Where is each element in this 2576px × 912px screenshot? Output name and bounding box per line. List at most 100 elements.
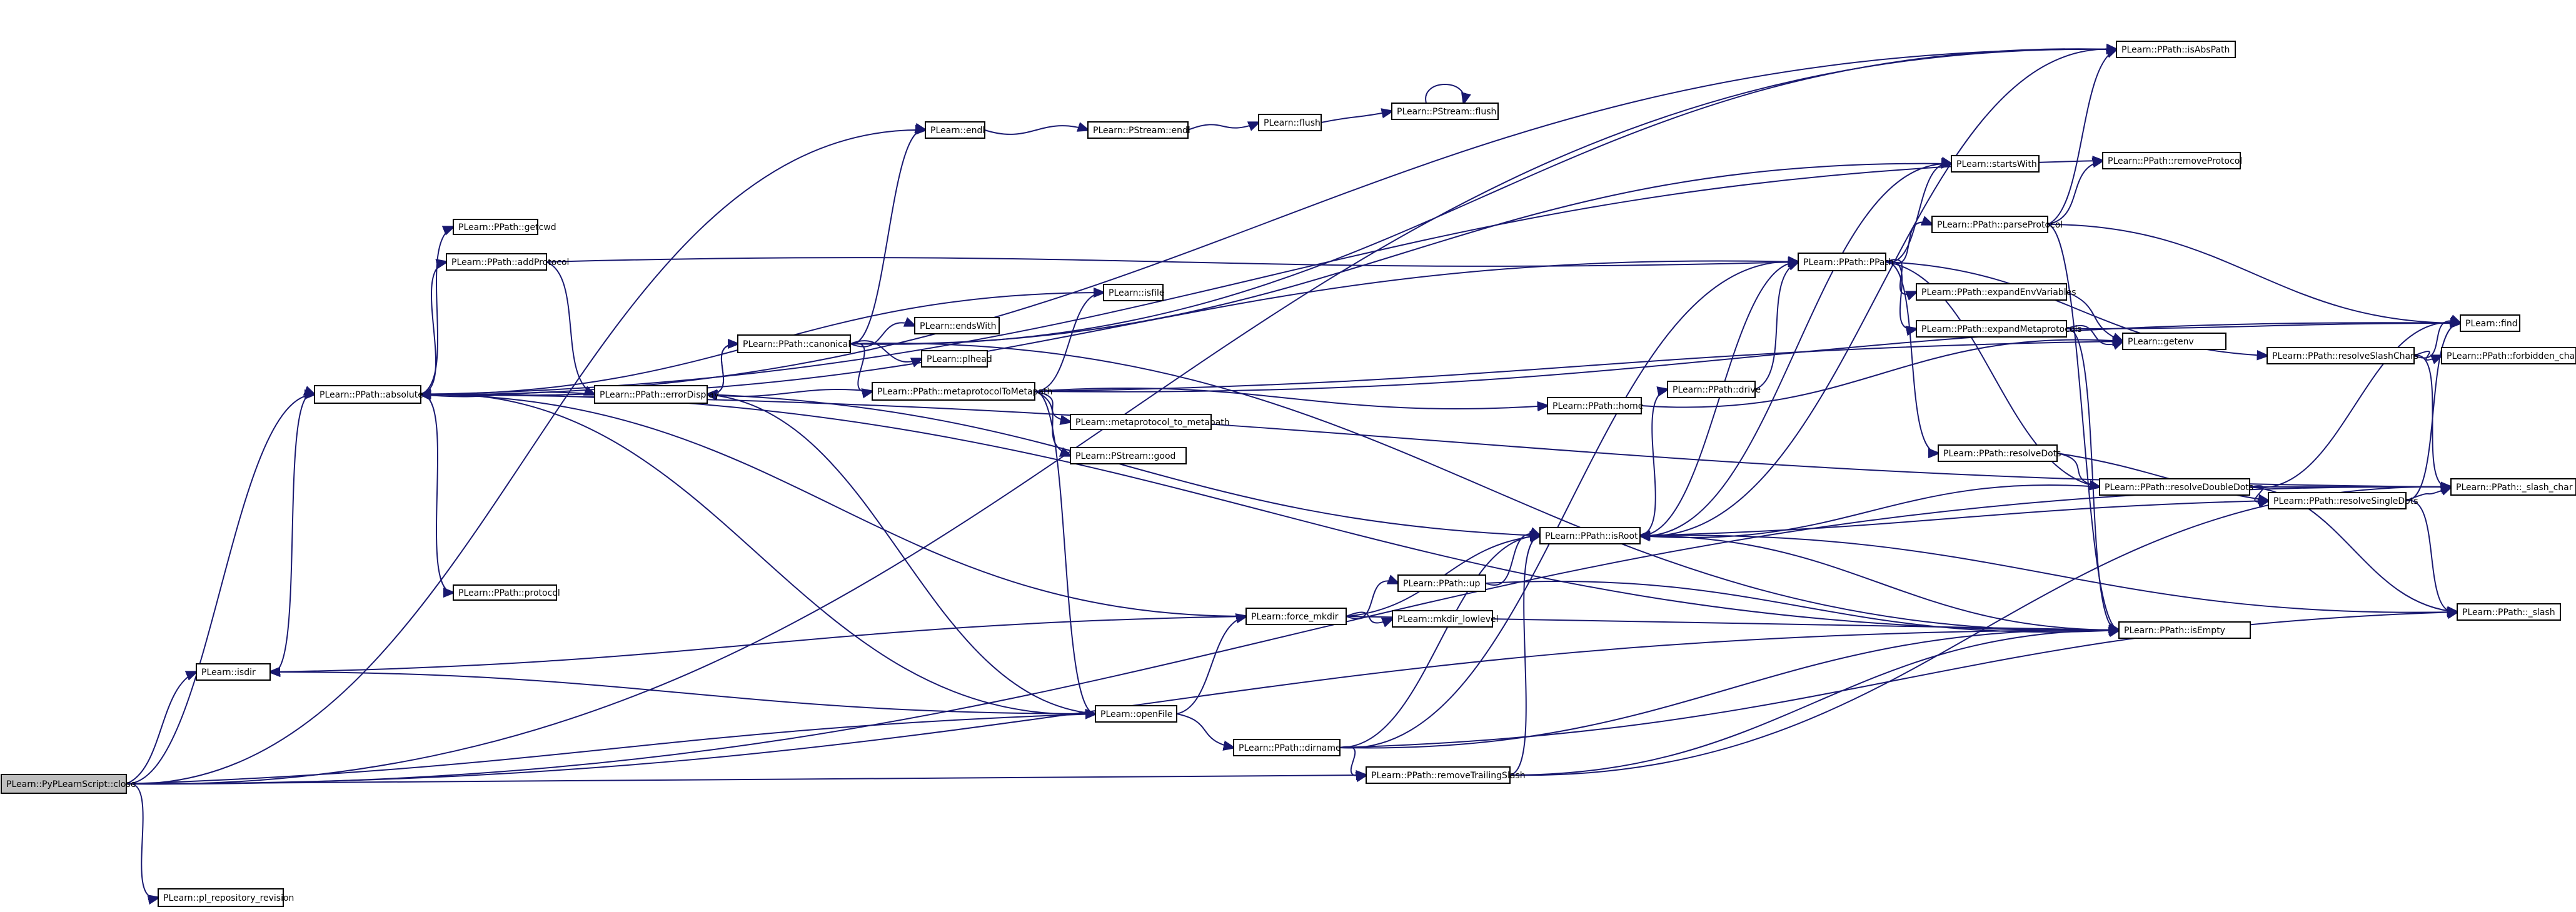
node-resolveDoubleDots[interactable]: PLearn::PPath::resolveDoubleDots: [2099, 478, 2253, 496]
edge-ppath-to-startsWith: [1885, 163, 1951, 263]
node-addProtocol[interactable]: PLearn::PPath::addProtocol: [446, 253, 569, 271]
edge-close-to-openFile: [126, 714, 1095, 784]
node-expandEnvVariables[interactable]: PLearn::PPath::expandEnvVariables: [1916, 283, 2076, 301]
node-label: PLearn::pl_repository_revision: [163, 893, 294, 903]
node-removeProtocol[interactable]: PLearn::PPath::removeProtocol: [2102, 152, 2242, 169]
node-label: PLearn::PPath::metaprotocolToMetapath: [877, 387, 1052, 397]
node-label: PLearn::PPath::resolveSingleDots: [2273, 496, 2418, 506]
edge-resolveDoubleDots-to-find: [2249, 323, 2460, 489]
edge-resolveDoubleDots-to-resolveSingleDots: [2249, 485, 2268, 502]
node-metaprotocol_to_metapath[interactable]: PLearn::metaprotocol_to_metapath: [1070, 414, 1230, 430]
node-box: [1087, 121, 1189, 139]
edges-layer: [126, 49, 2460, 898]
edge-canonical-to-isAbsPath: [850, 49, 2116, 345]
node-isEmpty[interactable]: PLearn::PPath::isEmpty: [2118, 621, 2251, 639]
node-pstream_flush[interactable]: PLearn::PStream::flush: [1391, 103, 1499, 120]
node-isRoot[interactable]: PLearn::PPath::isRoot: [1539, 527, 1641, 544]
node-errorDisplay[interactable]: PLearn::PPath::errorDisplay: [594, 385, 719, 404]
node-box: [1392, 610, 1493, 628]
node-metaprotocolToMetapath[interactable]: PLearn::PPath::metaprotocolToMetapath: [872, 382, 1052, 401]
node-box: [2460, 314, 2520, 332]
node-box: [2099, 478, 2250, 496]
node-slash[interactable]: PLearn::PPath::_slash: [2457, 603, 2561, 621]
edge-absolute-to-removeProtocol: [420, 161, 2103, 395]
edge-dirname-to-isEmpty: [1339, 630, 2119, 749]
edge-ppath-to-resolveDoubleDots: [1885, 261, 2100, 487]
edge-dirname-to-ppath: [1339, 261, 1798, 749]
edge-dirname-to-slash: [1339, 612, 2457, 748]
node-parseProtocol[interactable]: PLearn::PPath::parseProtocol: [1931, 216, 2063, 233]
node-close[interactable]: PLearn::PyPLearnScript::close: [1, 774, 136, 794]
node-slash_char[interactable]: PLearn::PPath::_slash_char: [2450, 478, 2576, 496]
node-isdir[interactable]: PLearn::isdir: [196, 663, 271, 681]
edge-parseProtocol-to-removeProtocol: [2047, 161, 2103, 225]
node-flush[interactable]: PLearn::flush: [1258, 114, 1322, 131]
node-isfile[interactable]: PLearn::isfile: [1103, 284, 1165, 301]
node-box: [1951, 155, 2040, 173]
edge-close-to-pl_repository_revision: [126, 783, 158, 898]
edge-openFile-to-dirname: [1176, 713, 1234, 748]
edge-force_mkdir-to-mkdir_lowlevel: [1346, 611, 1392, 623]
node-box: [158, 888, 284, 907]
node-protocol[interactable]: PLearn::PPath::protocol: [453, 584, 560, 601]
edge-close-to-removeTrailingSlash: [126, 775, 1366, 784]
node-box: [2118, 621, 2251, 639]
edge-metaprotocolToMetapath-to-find: [1034, 323, 2460, 393]
node-endl[interactable]: PLearn::endl: [925, 121, 985, 139]
node-removeTrailingSlash[interactable]: PLearn::PPath::removeTrailingSlash: [1366, 766, 1526, 784]
node-label: PLearn::PStream::good: [1075, 451, 1175, 461]
edge-expandMetaprotocols-to-getenv: [2066, 324, 2123, 344]
node-resolveSlashChars[interactable]: PLearn::PPath::resolveSlashChars: [2267, 347, 2418, 364]
node-force_mkdir[interactable]: PLearn::force_mkdir: [1245, 608, 1347, 625]
node-label: PLearn::mkdir_lowlevel: [1397, 614, 1498, 624]
node-box: [314, 385, 421, 404]
node-mkdir_lowlevel[interactable]: PLearn::mkdir_lowlevel: [1392, 610, 1498, 628]
edge-isRoot-to-errorDisplay: [707, 394, 1541, 536]
node-label: PLearn::flush: [1264, 118, 1321, 128]
node-canonical[interactable]: PLearn::PPath::canonical: [737, 334, 851, 353]
node-box: [1916, 320, 2067, 338]
node-dirname[interactable]: PLearn::PPath::dirname: [1233, 739, 1341, 756]
node-openFile[interactable]: PLearn::openFile: [1095, 705, 1177, 723]
node-resolveSingleDots[interactable]: PLearn::PPath::resolveSingleDots: [2268, 492, 2418, 509]
edge-isRoot-to-slash: [1639, 534, 2457, 612]
edge-up-to-isRoot: [1485, 534, 1540, 586]
edge-metaprotocolToMetapath-to-home: [1034, 388, 1547, 409]
node-box: [1798, 253, 1886, 271]
node-resolveDots[interactable]: PLearn::PPath::resolveDots: [1938, 444, 2061, 462]
node-startsWith[interactable]: PLearn::startsWith: [1951, 155, 2040, 173]
node-box: [1391, 103, 1499, 120]
node-endsWith[interactable]: PLearn::endsWith: [914, 317, 1000, 334]
edge-resolveSingleDots-to-find: [2405, 323, 2460, 501]
node-getenv[interactable]: PLearn::getenv: [2122, 333, 2226, 350]
node-label: PLearn::PPath::getcwd: [458, 223, 556, 233]
node-label: PLearn::PPath::errorDisplay: [600, 390, 719, 400]
node-forbidden_chars[interactable]: PLearn::PPath::forbidden_chars: [2441, 347, 2576, 364]
node-label: PLearn::PPath::removeTrailingSlash: [1371, 771, 1526, 781]
node-label: PLearn::PPath::_slash_char: [2456, 483, 2573, 493]
node-box: [1070, 447, 1187, 464]
edge-force_mkdir-to-up: [1346, 581, 1398, 619]
node-up[interactable]: PLearn::PPath::up: [1397, 574, 1486, 592]
node-find[interactable]: PLearn::find: [2460, 314, 2520, 332]
node-absolute[interactable]: PLearn::PPath::absolute: [314, 385, 423, 404]
edge-dirname-to-isRoot: [1339, 536, 1540, 748]
node-ppath[interactable]: PLearn::PPath::PPath: [1798, 253, 1894, 271]
node-pstream_good[interactable]: PLearn::PStream::good: [1070, 447, 1187, 464]
node-box: [1095, 705, 1177, 723]
node-getcwd[interactable]: PLearn::PPath::getcwd: [453, 219, 556, 235]
node-pstream_endl[interactable]: PLearn::PStream::endl: [1087, 121, 1190, 139]
node-box: [2122, 333, 2226, 350]
edge-force_mkdir-to-isdir: [270, 616, 1247, 672]
node-expandMetaprotocols[interactable]: PLearn::PPath::expandMetaprotocols: [1916, 320, 2082, 338]
edge-addProtocol-to-ppath: [546, 258, 1798, 266]
edge-isRoot-to-isEmpty: [1639, 535, 2119, 630]
node-plhead[interactable]: PLearn::plhead: [921, 350, 992, 368]
node-isAbsPath[interactable]: PLearn::PPath::isAbsPath: [2116, 41, 2236, 58]
node-drive[interactable]: PLearn::PPath::drive: [1667, 381, 1761, 398]
edge-canonical-to-startsWith: [850, 164, 1951, 345]
edge-isRoot-to-isAbsPath: [1639, 49, 2116, 537]
node-home[interactable]: PLearn::PPath::home: [1547, 397, 1643, 414]
node-pl_repository_revision[interactable]: PLearn::pl_repository_revision: [158, 888, 294, 907]
